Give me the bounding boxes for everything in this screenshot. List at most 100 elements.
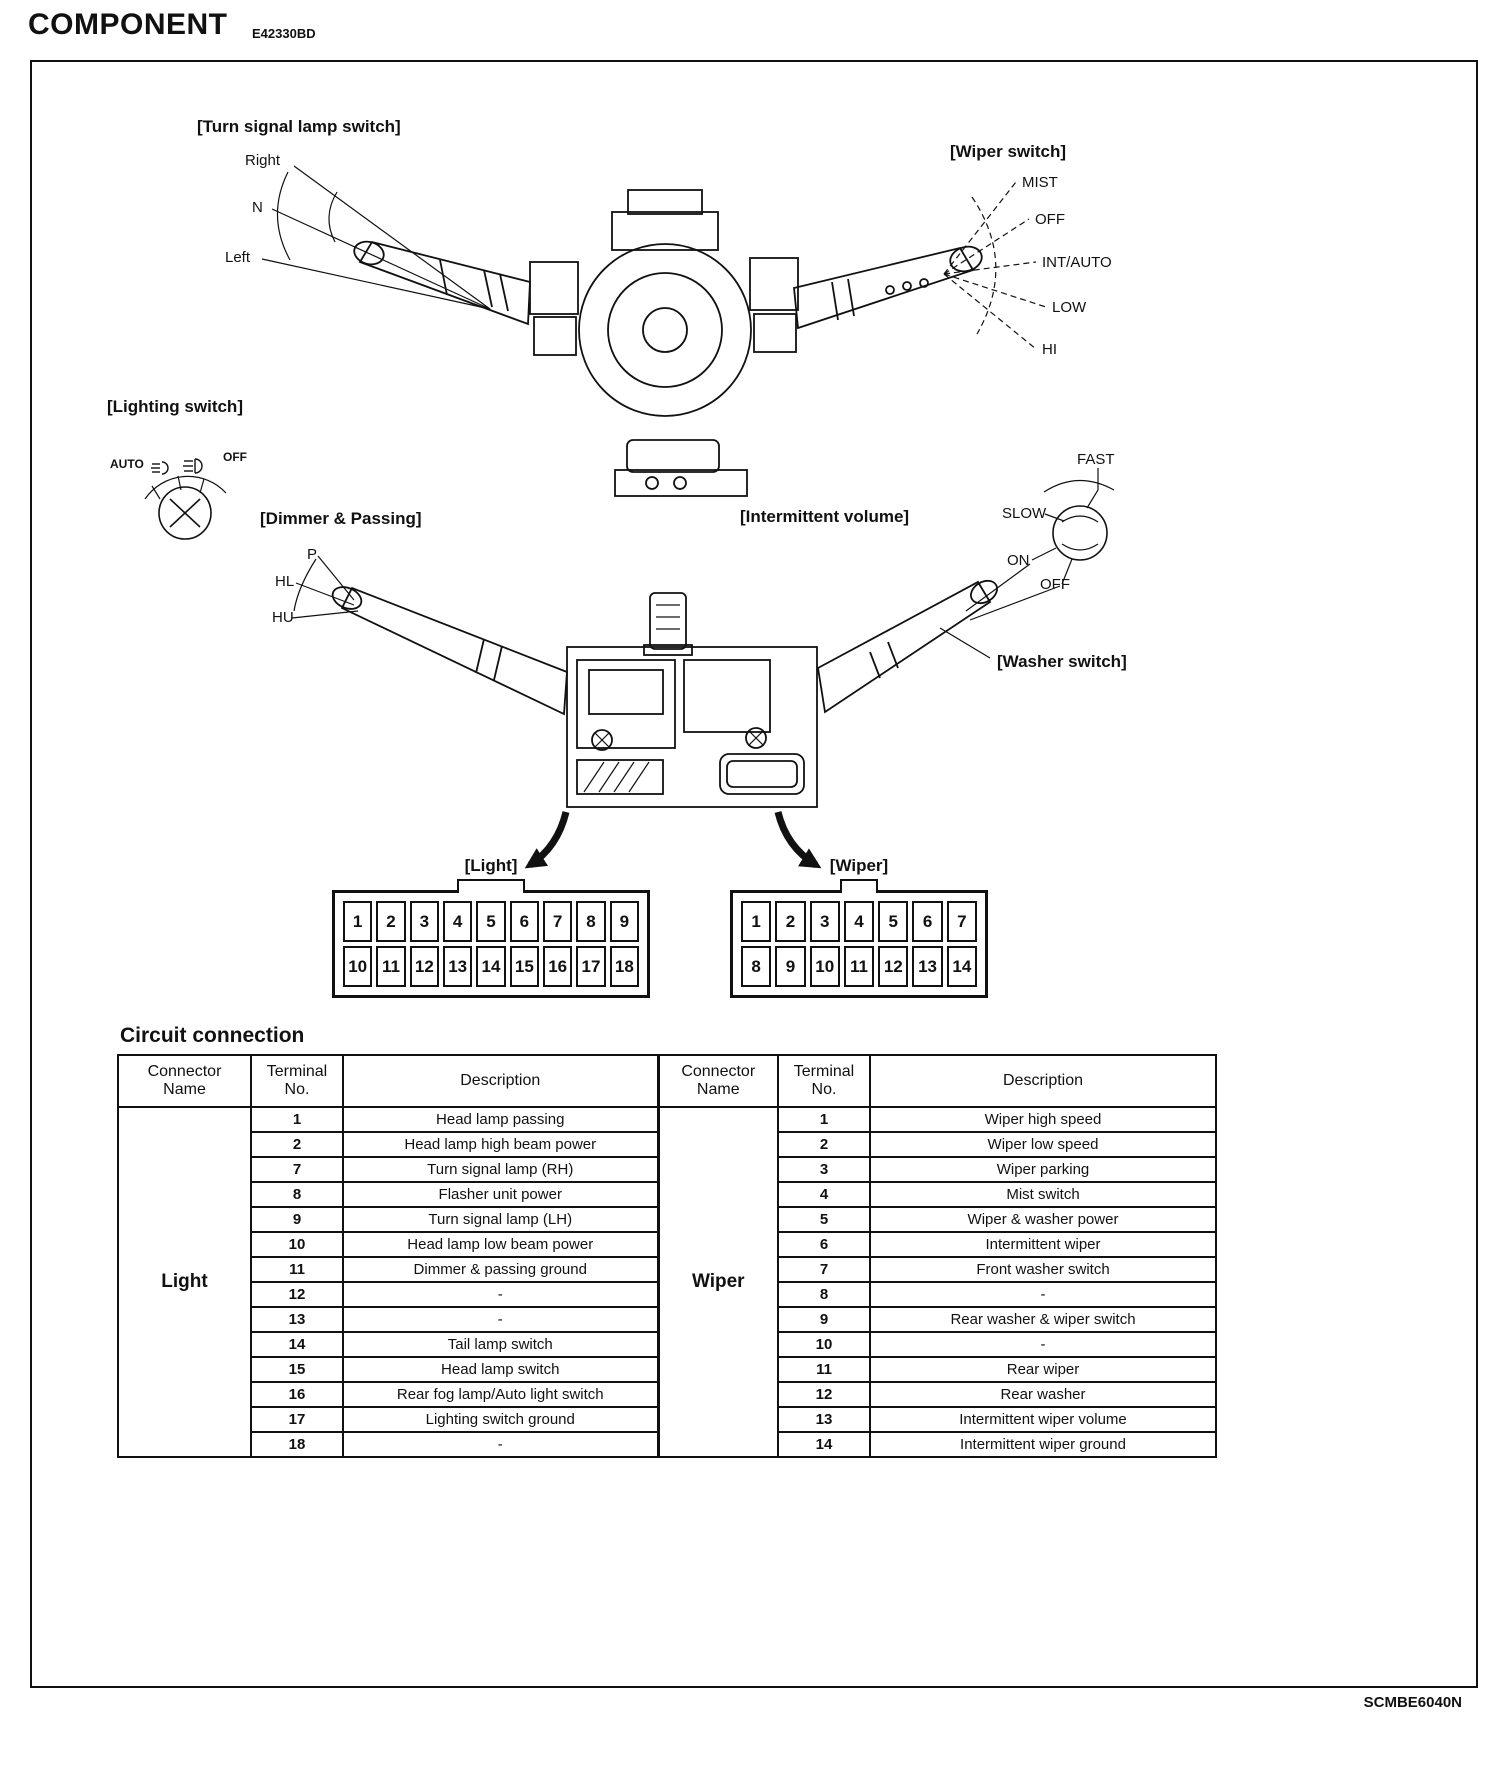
turn-signal-pos-left: Left [225,249,251,266]
wiper-pos-int-auto: INT/AUTO [1042,254,1112,271]
light-connector-notch [457,879,525,893]
light-terminal: 17 [250,1406,344,1433]
component-diagram: [Turn signal lamp switch] Right N Left [… [107,117,1127,869]
wiper-position-lines [943,181,1047,350]
light-description: Dimmer & passing ground [342,1256,659,1283]
wiper-pos-low: LOW [1052,299,1087,316]
wiper-connector-label: [Wiper] [829,856,889,875]
circuit-connection-table: Connector Name Terminal No. Description … [117,1054,1217,1458]
lighting-pos-off: OFF [223,450,247,464]
light-terminal: 7 [250,1156,344,1183]
light-description: - [342,1431,659,1458]
light-terminal: 12 [250,1281,344,1308]
light-description: - [342,1306,659,1333]
wiper-terminal: 9 [777,1306,871,1333]
pin-14: 14 [946,946,977,987]
light-terminal: 2 [250,1131,344,1158]
wiper-terminal: 6 [777,1231,871,1258]
wiper-description: - [869,1331,1217,1358]
wiper-description: Rear wiper [869,1356,1217,1383]
wiper-description: Wiper & washer power [869,1206,1217,1233]
header-description-light: Description [342,1054,659,1108]
wiper-pos-mist: MIST [1022,174,1058,191]
dimmer-pos-hl: HL [275,573,294,590]
pin-8: 8 [741,946,772,987]
pin-2: 2 [775,901,806,942]
intermittent-volume-knob [965,468,1115,621]
intermittent-pos-slow: SLOW [1002,505,1047,522]
pin-9: 9 [775,946,806,987]
pin-11: 11 [376,946,406,987]
light-description: Head lamp high beam power [342,1131,659,1158]
light-terminal: 14 [250,1331,344,1358]
circuit-header-row: Connector Name Terminal No. Description … [117,1054,1217,1108]
wiper-terminal: 1 [777,1106,871,1133]
combination-switch-upper [529,189,799,497]
pin-18: 18 [609,946,639,987]
intermittent-volume-label: [Intermittent volume] [740,507,909,526]
wiper-description: Front washer switch [869,1256,1217,1283]
dimmer-passing-label: [Dimmer & Passing] [260,509,422,528]
wiper-connector-notch [840,879,878,893]
pin-8: 8 [576,901,606,942]
wiper-terminal: 12 [777,1381,871,1408]
wiper-description: Rear washer & wiper switch [869,1306,1217,1333]
wiper-description: Intermittent wiper volume [869,1406,1217,1433]
light-terminal: 15 [250,1356,344,1383]
wiper-description: Wiper parking [869,1156,1217,1183]
doc-code: E42330BD [252,26,316,41]
dimmer-pos-hu: HU [272,609,294,626]
turn-signal-pos-right: Right [245,152,281,169]
pin-17: 17 [576,946,606,987]
pin-12: 12 [409,946,439,987]
light-description: Head lamp passing [342,1106,659,1133]
light-connector-label: [Light] [464,856,518,875]
light-description: Flasher unit power [342,1181,659,1208]
wiper-terminal: 11 [777,1356,871,1383]
pin-15: 15 [509,946,539,987]
headlamp-icon [183,458,203,474]
wiper-pos-hi: HI [1042,341,1057,358]
washer-switch-label: [Washer switch] [997,652,1127,671]
wiper-terminal: 3 [777,1156,871,1183]
light-description: Head lamp low beam power [342,1231,659,1258]
wiper-description: Wiper low speed [869,1131,1217,1158]
light-terminal: 8 [250,1181,344,1208]
lighting-switch-knob [144,475,227,540]
combination-switch-lower [566,592,818,808]
header-connector-name-wiper: Connector Name [656,1054,779,1108]
dimmer-passing-stalk [331,586,568,716]
wiper-terminal: 8 [777,1281,871,1308]
figure-code: SCMBE6040N [1363,1694,1462,1711]
light-description: - [342,1281,659,1308]
wiper-description: - [869,1281,1217,1308]
light-terminal: 10 [250,1231,344,1258]
light-terminal: 16 [250,1381,344,1408]
light-terminal: 11 [250,1256,344,1283]
turn-signal-stalk [353,240,531,326]
light-description: Rear fog lamp/Auto light switch [342,1381,659,1408]
position-lamp-icon [151,461,169,475]
circuit-row: 12-8- [118,1281,1217,1308]
turn-signal-position-lines [261,165,491,310]
header-terminal-no-wiper: Terminal No. [777,1054,871,1108]
pin-7: 7 [543,901,573,942]
wiper-description: Intermittent wiper [869,1231,1217,1258]
